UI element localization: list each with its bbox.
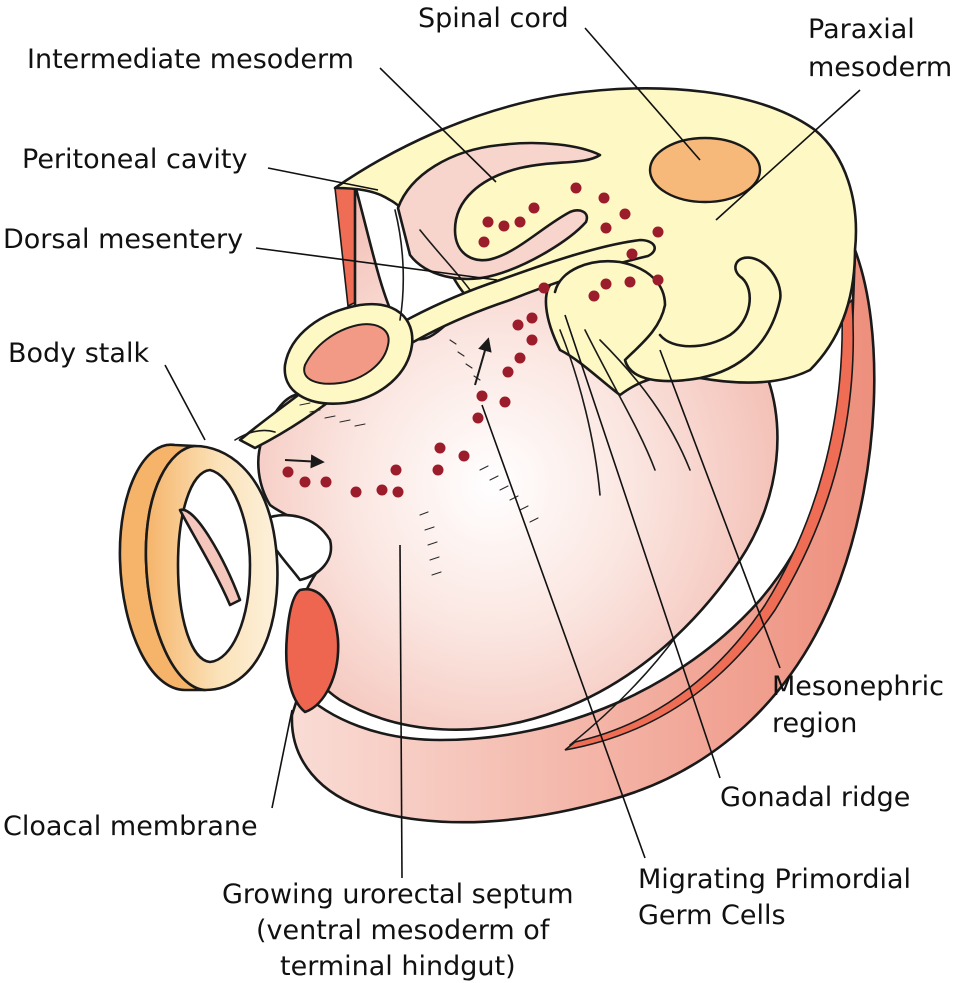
tissue-hatching	[299, 209, 691, 576]
germ-cell	[624, 276, 636, 288]
germ-cell	[600, 222, 612, 234]
label-mesonephric-region-line2: region	[772, 708, 857, 739]
germ-cell	[514, 352, 526, 364]
germ-cell	[588, 290, 600, 302]
germ-cell	[598, 192, 610, 204]
label-mesonephric-region-line1: Mesonephric	[772, 671, 944, 702]
body-wall-right	[290, 248, 876, 824]
germ-cell	[499, 396, 511, 408]
label-urorectal-septum-line3: terminal hindgut)	[280, 951, 516, 982]
label-urorectal-septum-line1: Growing urorectal septum	[222, 879, 574, 910]
germ-cell	[282, 466, 294, 478]
germ-cell	[478, 236, 490, 248]
label-paraxial-mesoderm-line1: Paraxial	[808, 14, 915, 45]
germ-cell	[432, 464, 444, 476]
germ-cell	[570, 182, 582, 194]
germ-cell	[514, 216, 526, 228]
germ-cell	[434, 442, 446, 454]
germ-cell	[528, 202, 540, 214]
germ-cell	[652, 226, 664, 238]
germ-cell	[472, 412, 484, 424]
label-intermediate-mesoderm: Intermediate mesoderm	[27, 44, 354, 75]
germ-cell-group	[282, 182, 664, 498]
spinal-cord	[648, 136, 762, 204]
label-peritoneal-cavity: Peritoneal cavity	[22, 144, 247, 175]
label-spinal-cord: Spinal cord	[418, 3, 569, 34]
germ-cell	[526, 312, 538, 324]
germ-cell	[512, 319, 524, 331]
germ-cell	[299, 476, 311, 488]
label-migrating-pgc-line1: Migrating Primordial	[638, 864, 911, 895]
germ-cell	[526, 334, 538, 346]
label-urorectal-septum-line2: (ventral mesoderm of	[256, 915, 551, 946]
germ-cell	[392, 486, 404, 498]
cloacal-membrane	[284, 587, 340, 714]
germ-cell	[482, 216, 494, 228]
body-wall-cut-band	[564, 298, 855, 751]
label-paraxial-mesoderm-line2: mesoderm	[808, 52, 952, 83]
migration-arrow-upper	[474, 337, 492, 386]
germ-cell	[376, 484, 388, 496]
germ-cell	[538, 282, 550, 294]
body-stalk-ring	[118, 429, 279, 692]
migration-arrow-lower	[284, 454, 325, 469]
label-migrating-pgc-line2: Germ Cells	[638, 900, 786, 931]
label-body-stalk: Body stalk	[8, 338, 149, 369]
gut-lumen	[303, 323, 390, 385]
germ-cell	[320, 476, 332, 488]
label-gonadal-ridge: Gonadal ridge	[720, 782, 910, 813]
mesonephric-lobe	[553, 256, 782, 383]
germ-cell	[619, 208, 631, 220]
germ-cell	[502, 366, 514, 378]
leader-lines	[164, 27, 861, 879]
germ-cell	[652, 274, 664, 286]
intermediate-mesoderm-lobe	[396, 141, 602, 281]
germ-cell	[626, 248, 638, 260]
germ-cell	[390, 464, 402, 476]
germ-cell	[600, 278, 612, 290]
label-cloacal-membrane: Cloacal membrane	[3, 811, 258, 842]
germ-cell	[498, 220, 510, 232]
germ-cell	[350, 486, 362, 498]
labels: Spinal cord Intermediate mesoderm Paraxi…	[3, 3, 952, 982]
germ-cell	[458, 450, 470, 462]
label-dorsal-mesentery: Dorsal mesentery	[3, 224, 243, 255]
germ-cell	[476, 390, 488, 402]
